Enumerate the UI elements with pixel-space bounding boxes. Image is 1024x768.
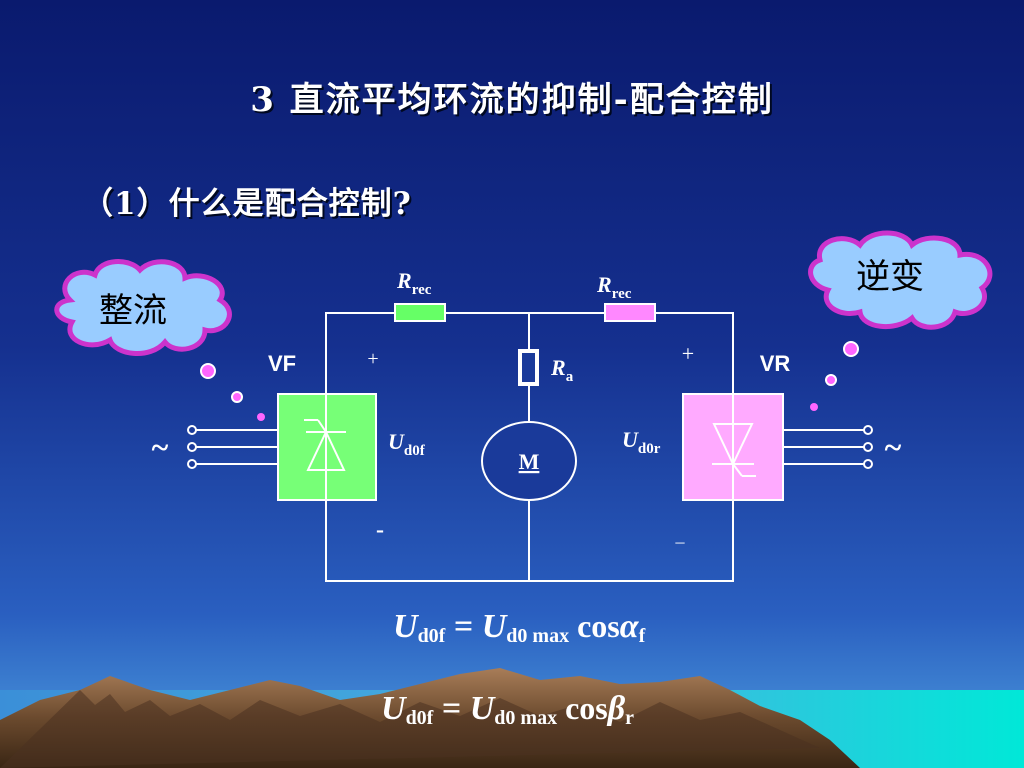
rrec-left-label: Rrec [396, 268, 432, 298]
thought-bubble-right: 逆变 [808, 230, 993, 411]
motor [481, 421, 577, 501]
rectify-label: 整流 [99, 291, 167, 331]
minus-right: _ [675, 525, 686, 545]
resistor-rrec-left [394, 303, 446, 322]
invert-label: 逆变 [856, 257, 924, 297]
thought-bubble-left: 整流 [54, 259, 265, 421]
ud0r-label: Ud0r [622, 427, 661, 457]
plus-right: + [682, 341, 694, 366]
slide-title: 3 直流平均环流的抑制-配合控制 [250, 80, 774, 120]
ac-symbol-left: ~ [152, 429, 169, 465]
ac-terminals [187, 425, 873, 469]
vf-label: VF [268, 351, 296, 376]
ra-label: Ra [550, 355, 574, 385]
wiring [196, 312, 864, 582]
vr-label: VR [760, 351, 791, 376]
motor-label: M [519, 449, 540, 474]
resistor-rrec-right [604, 303, 656, 322]
converter-vf [277, 393, 377, 501]
slide-subtitle: （1）什么是配合控制? [82, 186, 412, 222]
equation-beta: Ud0f = Ud0 max cosβr [381, 690, 635, 729]
ac-symbol-right: ~ [885, 429, 902, 465]
minus-left: - [376, 517, 384, 543]
ud0f-label: Ud0f [388, 429, 426, 459]
equation-alpha: Ud0f = Ud0 max cosαf [393, 608, 646, 647]
plus-left: + [367, 348, 378, 370]
converter-vr [682, 393, 784, 501]
rrec-right-label: Rrec [596, 272, 632, 302]
